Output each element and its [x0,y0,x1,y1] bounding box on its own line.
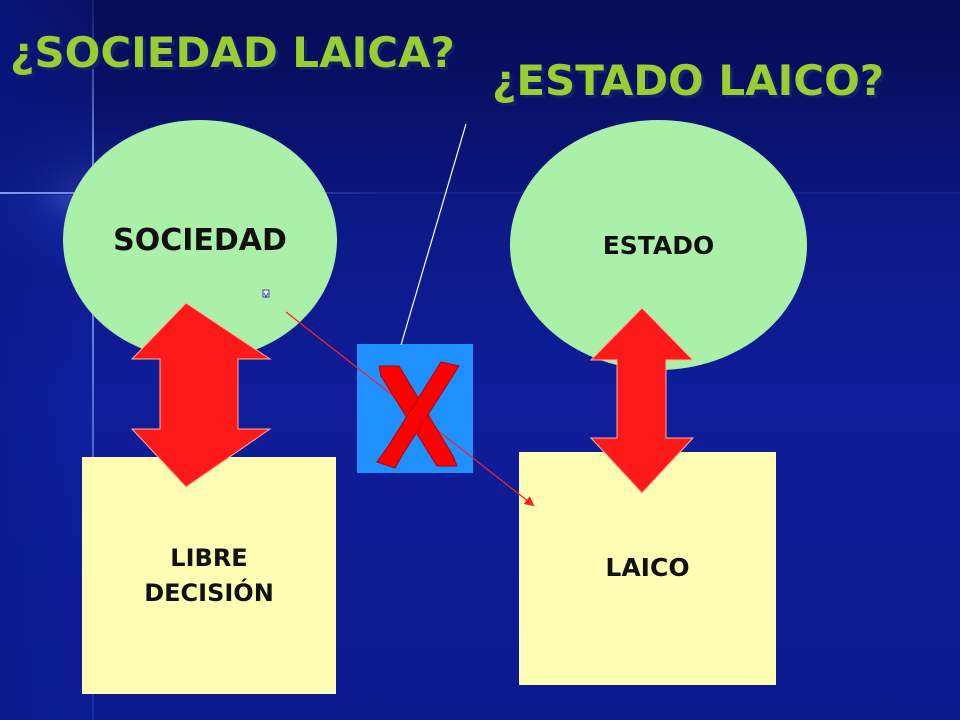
background-left-strip [0,0,92,720]
background-vertical-line [92,0,94,720]
background-horizontal-line [0,192,960,194]
double-arrow-right-icon [589,307,695,494]
title-estado-laico: ¿ESTADO LAICO? [492,56,885,105]
decision-label: DECISIÓN [144,578,274,607]
estado-label: ESTADO [602,230,715,260]
pointer-line [400,123,467,346]
double-arrow-left-icon [130,302,272,488]
libre-label: LIBRE [170,543,248,572]
sociedad-label: SOCIEDAD [113,222,287,258]
laico-label: LAICO [605,553,690,583]
title-sociedad-laica: ¿SOCIEDAD LAICA? [10,28,455,77]
small-arrow-icon-glyph [263,292,269,299]
libre-decision-box: LIBRE DECISIÓN [82,457,336,694]
x-mark-icon [376,361,460,469]
laico-box: LAICO [519,452,776,685]
